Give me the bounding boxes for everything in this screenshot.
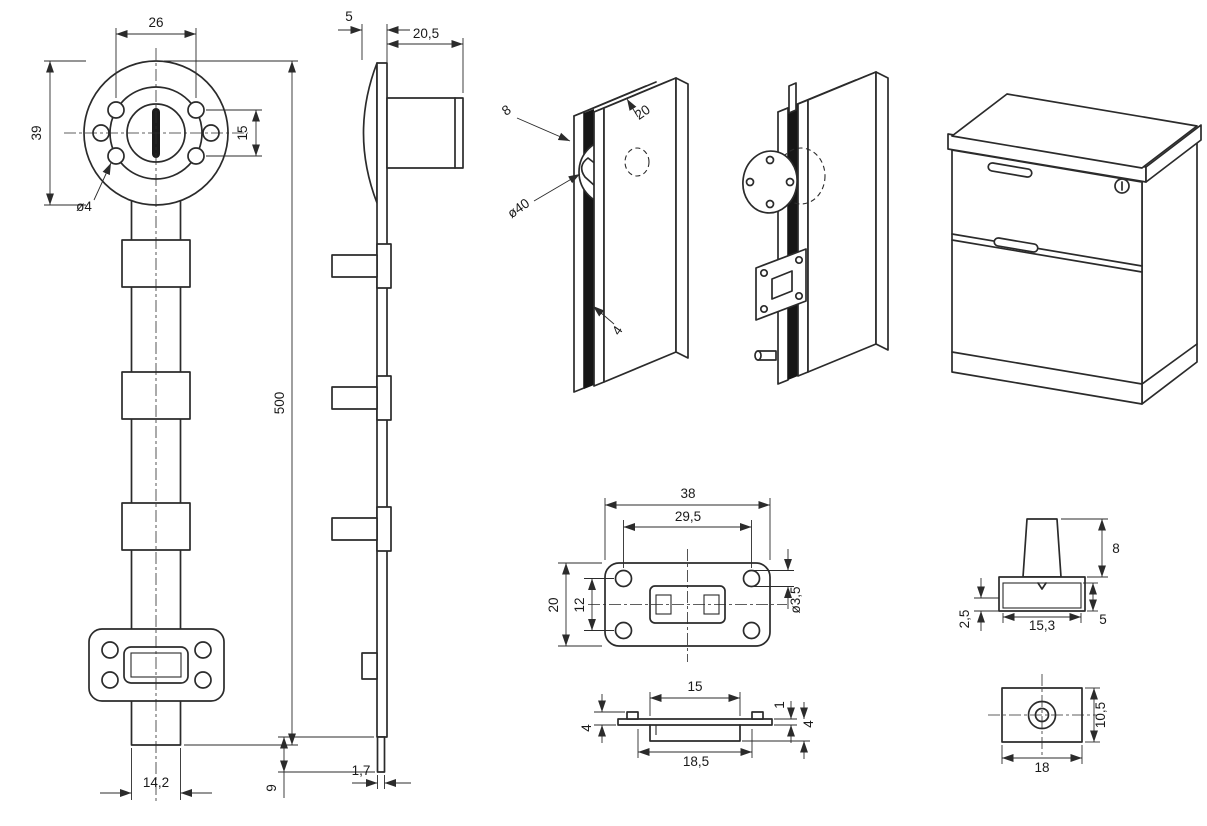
dim-side-tongue-thickness: 1,7 xyxy=(352,763,371,778)
dim-guide-inner-height: 5 xyxy=(1099,612,1107,627)
bent-channel xyxy=(649,724,741,742)
drawer-handle xyxy=(987,162,1033,178)
top-slab-side xyxy=(1145,124,1202,183)
plate-edge xyxy=(617,718,773,726)
cabinet-top xyxy=(951,93,1198,169)
plate-top-view: 38 29,5 20 12 ø3,5 xyxy=(546,486,803,662)
left-panel-edge xyxy=(777,107,789,385)
dim-front-width-top: 26 xyxy=(148,15,163,30)
latch-pin xyxy=(331,254,378,278)
dim-front-total-length: 500 xyxy=(272,392,287,415)
guide-base xyxy=(998,576,1086,612)
plate-side-view: 15 4 1 4 18,5 xyxy=(579,679,816,769)
flange-hidden xyxy=(776,147,826,205)
dim-front-hole-dia: ø4 xyxy=(76,199,92,214)
guide-stem xyxy=(1022,518,1062,578)
guide-part-view: 8 5 2,5 15,3 xyxy=(957,518,1120,633)
dim-side-flange-thickness: 5 xyxy=(345,9,353,24)
dim-bracket-bend-depth: 4 xyxy=(801,720,816,728)
rod-channel xyxy=(788,104,798,380)
dim-bracket-flange-height: 4 xyxy=(579,724,594,732)
right-panel-face xyxy=(603,77,677,383)
round-flange xyxy=(742,150,798,214)
install-cam-view: 8 20 ø40 4 xyxy=(499,77,689,393)
latch-pin xyxy=(331,386,378,410)
rod-tongue xyxy=(376,736,386,773)
dim-cam-edge-depth: 20 xyxy=(632,102,653,123)
side-view: 5 20,5 9 1,7 xyxy=(264,9,464,798)
dim-plate-width: 38 xyxy=(680,486,695,501)
latch-pin xyxy=(331,517,378,541)
dim-guide-stem-height: 8 xyxy=(1112,541,1120,556)
front-view: 26 39 15 ø4 500 14,2 xyxy=(29,15,298,802)
right-panel-edge xyxy=(593,107,605,387)
dim-cam-dia: ø40 xyxy=(505,195,533,221)
dim-block-height: 10,5 xyxy=(1093,702,1108,728)
dim-bracket-span: 18,5 xyxy=(683,754,709,769)
drawer-handle xyxy=(993,237,1039,253)
dim-bracket-plate-thickness: 1 xyxy=(772,701,787,709)
dim-plate-hole-span: 29,5 xyxy=(675,509,701,524)
dim-block-width: 18 xyxy=(1034,760,1049,775)
flange-profile xyxy=(362,62,378,204)
dim-cam-panel-thickness: 8 xyxy=(499,102,514,119)
dim-plate-hole-dia: ø3,5 xyxy=(788,586,803,613)
right-panel-edge xyxy=(797,99,809,377)
left-panel-edge xyxy=(573,111,585,393)
dim-front-flange-height: 39 xyxy=(29,125,44,140)
top-pin xyxy=(788,82,797,114)
dim-front-rod-width: 14,2 xyxy=(143,775,169,790)
latch-block xyxy=(361,652,378,680)
dim-plate-hole-pitch: 12 xyxy=(572,597,587,612)
dim-front-hole-pitch: 15 xyxy=(235,125,250,140)
block-part-view: 18 10,5 xyxy=(988,674,1108,775)
dim-guide-lip: 2,5 xyxy=(957,610,972,629)
right-panel-face xyxy=(807,71,877,373)
dim-side-tongue-length: 9 xyxy=(264,784,279,792)
dim-plate-height: 20 xyxy=(546,597,561,612)
install-rod-view xyxy=(742,71,889,385)
dim-bracket-slot-width: 15 xyxy=(687,679,702,694)
spindle-hole-hidden xyxy=(624,147,650,177)
cabinet-view xyxy=(947,93,1202,405)
dim-side-barrel-length: 20,5 xyxy=(413,26,439,41)
cabinet-front xyxy=(951,149,1143,405)
dim-guide-width: 15,3 xyxy=(1029,618,1055,633)
lock-barrel xyxy=(386,97,464,169)
strike-plate-slot xyxy=(771,270,793,300)
